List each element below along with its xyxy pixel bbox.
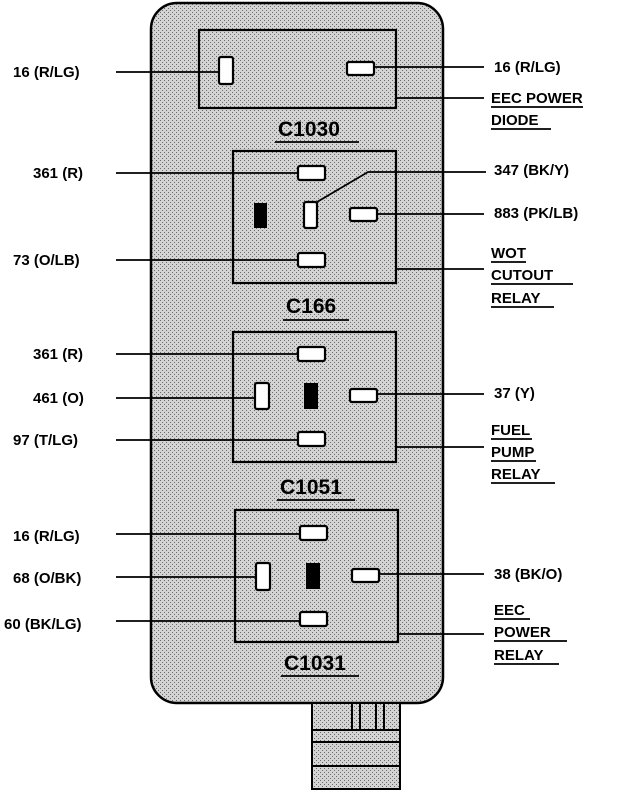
fuel-pump-relay-outline	[231, 330, 398, 464]
c1031-connector: 16 (R/LG) 68 (O/BK) 60 (BK/LG) 38 (BK/O)…	[4, 508, 567, 677]
c1030-connector: 16 (R/LG) 16 (R/LG) EEC POWER DIODE C103…	[13, 28, 583, 143]
c166-wire-label-361: 361 (R)	[33, 165, 83, 182]
c1051-relay-name-line-2: PUMP	[491, 444, 534, 461]
eec-power-relay-outline	[233, 508, 400, 644]
c1031-wire-label-16: 16 (R/LG)	[13, 528, 80, 545]
c1031-top-terminal	[298, 524, 329, 542]
c1031-relay-name-line-2: POWER	[494, 624, 551, 641]
c1051-top-terminal	[296, 345, 327, 363]
c166-relay-name-line-3: RELAY	[491, 290, 540, 307]
c166-top-terminal	[296, 164, 327, 182]
c1031-connector-code: C1031	[284, 652, 346, 675]
c1031-bottom-terminal	[298, 610, 329, 628]
c1030-right-terminal	[345, 60, 376, 77]
c166-right-terminal	[348, 206, 379, 223]
c1031-wire-label-60: 60 (BK/LG)	[4, 616, 82, 633]
bottom-connector-tab	[311, 702, 401, 790]
eec-power-diode-outline	[197, 28, 398, 110]
c166-relay-name-line-2: CUTOUT	[491, 267, 553, 284]
c1030-left-terminal	[217, 55, 235, 86]
c1051-wire-label-461: 461 (O)	[33, 390, 84, 407]
wot-cutout-relay-outline	[231, 149, 398, 285]
c1031-left-terminal	[254, 561, 272, 592]
c166-wire-label-347: 347 (BK/Y)	[494, 162, 569, 179]
c1031-relay-name-line-1: EEC	[494, 602, 525, 619]
c1051-wire-label-97: 97 (T/LG)	[13, 432, 78, 449]
c1051-wire-label-37: 37 (Y)	[494, 385, 535, 402]
c1051-relay-name-line-1: FUEL	[491, 422, 530, 439]
c1051-key-block	[304, 383, 318, 409]
c166-key-block	[254, 203, 267, 228]
c1051-left-terminal	[253, 381, 271, 411]
c1030-relay-name-line-2: DIODE	[491, 112, 539, 129]
c1051-connector: 361 (R) 461 (O) 97 (T/LG) 37 (Y) FUEL PU…	[13, 330, 555, 501]
c1030-right-wire-label: 16 (R/LG)	[494, 59, 561, 76]
c1030-connector-code: C1030	[278, 118, 340, 141]
c1051-connector-code: C1051	[280, 476, 342, 499]
c166-wire-label-73: 73 (O/LB)	[13, 252, 80, 269]
c1031-right-terminal	[350, 567, 381, 584]
c1051-bottom-terminal	[296, 430, 327, 448]
c166-center-terminal	[302, 200, 319, 230]
c1031-wire-label-68: 68 (O/BK)	[13, 570, 81, 587]
c1031-relay-name-line-3: RELAY	[494, 647, 543, 664]
c166-connector: 361 (R) 73 (O/LB) 347 (BK/Y) 883 (PK/LB)…	[13, 149, 578, 321]
c166-relay-name-line-1: WOT	[491, 245, 526, 262]
c1051-relay-name-line-3: RELAY	[491, 466, 540, 483]
c1051-wire-label-361: 361 (R)	[33, 346, 83, 363]
c1030-relay-name-line-1: EEC POWER	[491, 90, 583, 107]
c166-wire-label-883: 883 (PK/LB)	[494, 205, 578, 222]
c1031-key-block	[306, 563, 320, 589]
c166-connector-code: C166	[286, 295, 336, 318]
c166-bottom-terminal	[296, 251, 327, 269]
c1051-right-terminal	[348, 387, 379, 404]
c1030-left-wire-label: 16 (R/LG)	[13, 64, 80, 81]
c1031-wire-label-38: 38 (BK/O)	[494, 566, 562, 583]
c166-347-wire	[316, 171, 486, 203]
